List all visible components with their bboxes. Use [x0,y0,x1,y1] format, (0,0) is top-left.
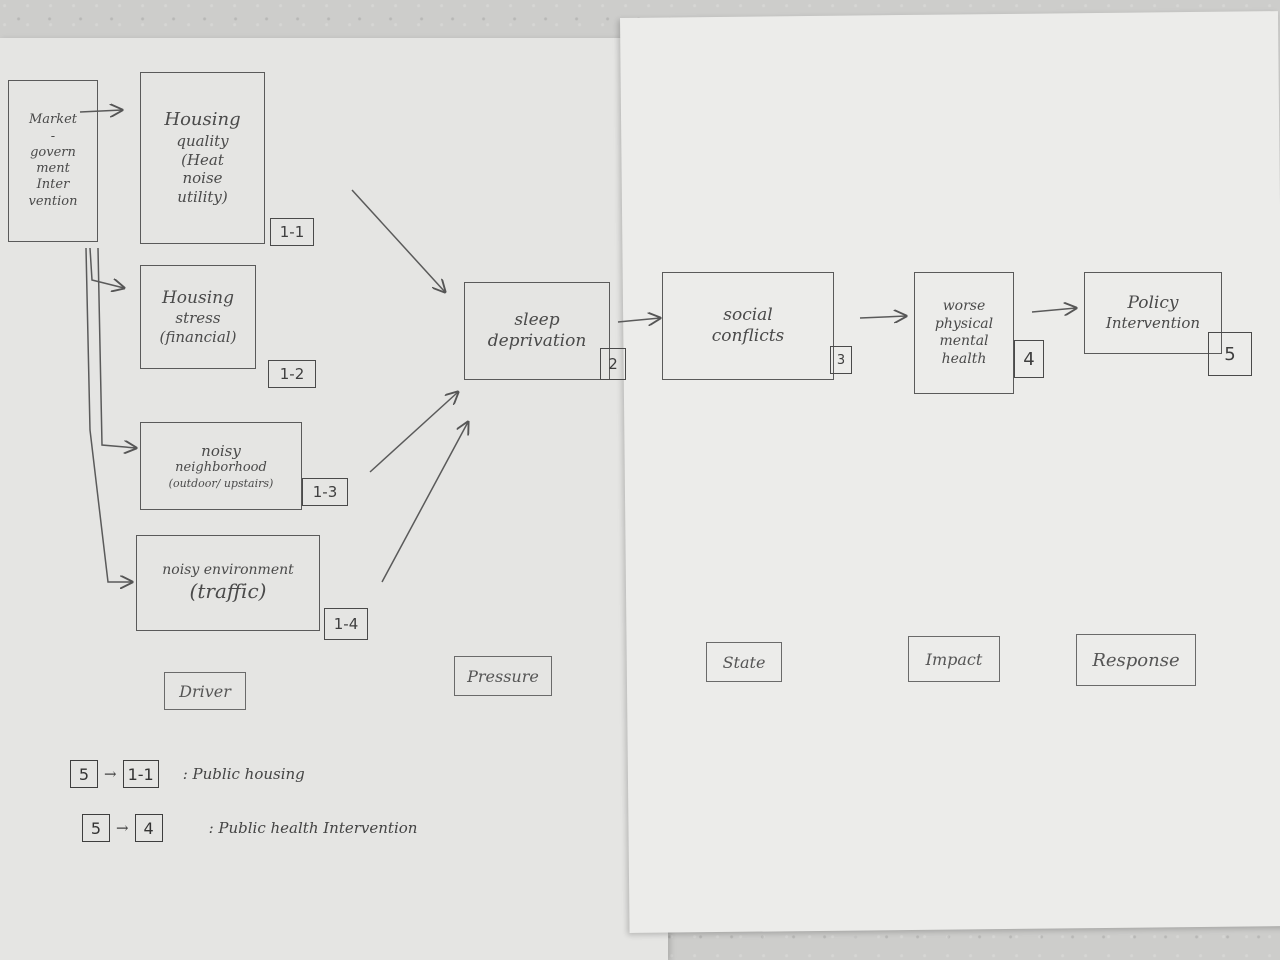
noisy-environment-box: noisy environment (traffic) [136,535,320,631]
box-line: conflicts [711,326,785,346]
box-line: (outdoor/ upstairs) [168,476,274,490]
box-line: physical [934,315,994,332]
arrow-trunk-to-noisy-neighbourhood [97,247,136,448]
housing-quality-box: Housing quality (Heat noise utility) [140,72,265,244]
box-line: social [723,304,773,325]
noisy-neighbourhood-box: noisy neighborhood (outdoor/ upstairs) [140,422,302,510]
box-line: noise [182,169,223,188]
box-line: quality [176,131,229,150]
legend-text: : Public health Intervention [208,819,418,837]
arrow-housing-quality-to-sleep [351,189,445,292]
legend-from-tag: 5 [82,814,110,842]
box-line: govern [30,144,76,160]
box-line: neighborhood [175,460,267,476]
box-line: Policy [1127,293,1179,313]
legend-row: 5 → 4 : Public health Intervention [82,814,417,842]
arrow-social-to-health [859,316,906,318]
box-line: stress [175,308,221,327]
box-line: utility) [177,188,228,206]
worse-physical-mental-health-box: worse physical mental health [914,272,1014,394]
legend-row: 5 → 1-1 : Public housing [70,760,305,788]
box-line: Intervention [1105,314,1201,333]
box-line: noisy environment [162,561,294,578]
box-line: Housing [161,287,234,308]
sleep-deprivation-box: sleep deprivation [464,282,610,380]
arrow-right-icon: → [116,819,129,837]
box-line: ment [36,161,70,176]
paper-sheet-left [0,38,668,960]
stage-label-impact: Impact [908,636,1000,682]
stage-label-pressure: Pressure [454,656,552,696]
stage-label-state: State [706,642,782,682]
legend-to-tag: 1-1 [122,760,159,788]
box-line: noisy [201,441,241,460]
market-government-intervention-box: Market - govern ment Inter vention [8,80,98,242]
arrow-noisy-environment-to-sleep [381,422,468,583]
tag-4: 4 [1014,340,1044,378]
box-line: sleep [514,309,560,330]
arrow-market-to-housing-quality [79,110,122,112]
box-line: deprivation [487,331,587,351]
box-line: (Heat [181,150,224,169]
social-conflicts-box: social conflicts [662,272,834,380]
arrow-noisy-neighbourhood-to-sleep [369,392,458,473]
housing-stress-box: Housing stress (financial) [140,265,256,369]
box-line: Inter [36,177,70,193]
arrow-sleep-to-social [617,318,660,322]
legend-from-tag: 5 [70,760,98,788]
policy-intervention-box: Policy Intervention [1084,272,1222,354]
tag-1-3: 1-3 [302,478,348,506]
stage-label-response: Response [1076,634,1196,686]
box-line: (traffic) [189,579,267,604]
stage-label-driver: Driver [164,672,246,710]
arrow-right-icon: → [104,765,117,783]
tag-5: 5 [1208,332,1252,376]
box-line: Market [28,112,78,128]
tag-1-4: 1-4 [324,608,368,640]
tag-1-1: 1-1 [270,218,314,246]
box-line: worse [942,298,986,314]
arrow-trunk-outer [89,247,124,288]
tag-1-2: 1-2 [268,360,316,388]
arrow-trunk-to-noisy-environment [85,247,132,582]
legend-to-tag: 4 [134,814,163,842]
arrow-health-to-policy [1031,308,1076,312]
box-line: (financial) [159,327,237,346]
box-line: mental [939,333,989,349]
tag-3: 3 [830,346,852,374]
legend-text: : Public housing [182,765,305,783]
box-line: health [941,350,987,367]
box-line: Housing [164,109,241,131]
tag-2: 2 [600,348,626,380]
box-line: vention [28,193,78,209]
box-line: - [50,128,56,144]
